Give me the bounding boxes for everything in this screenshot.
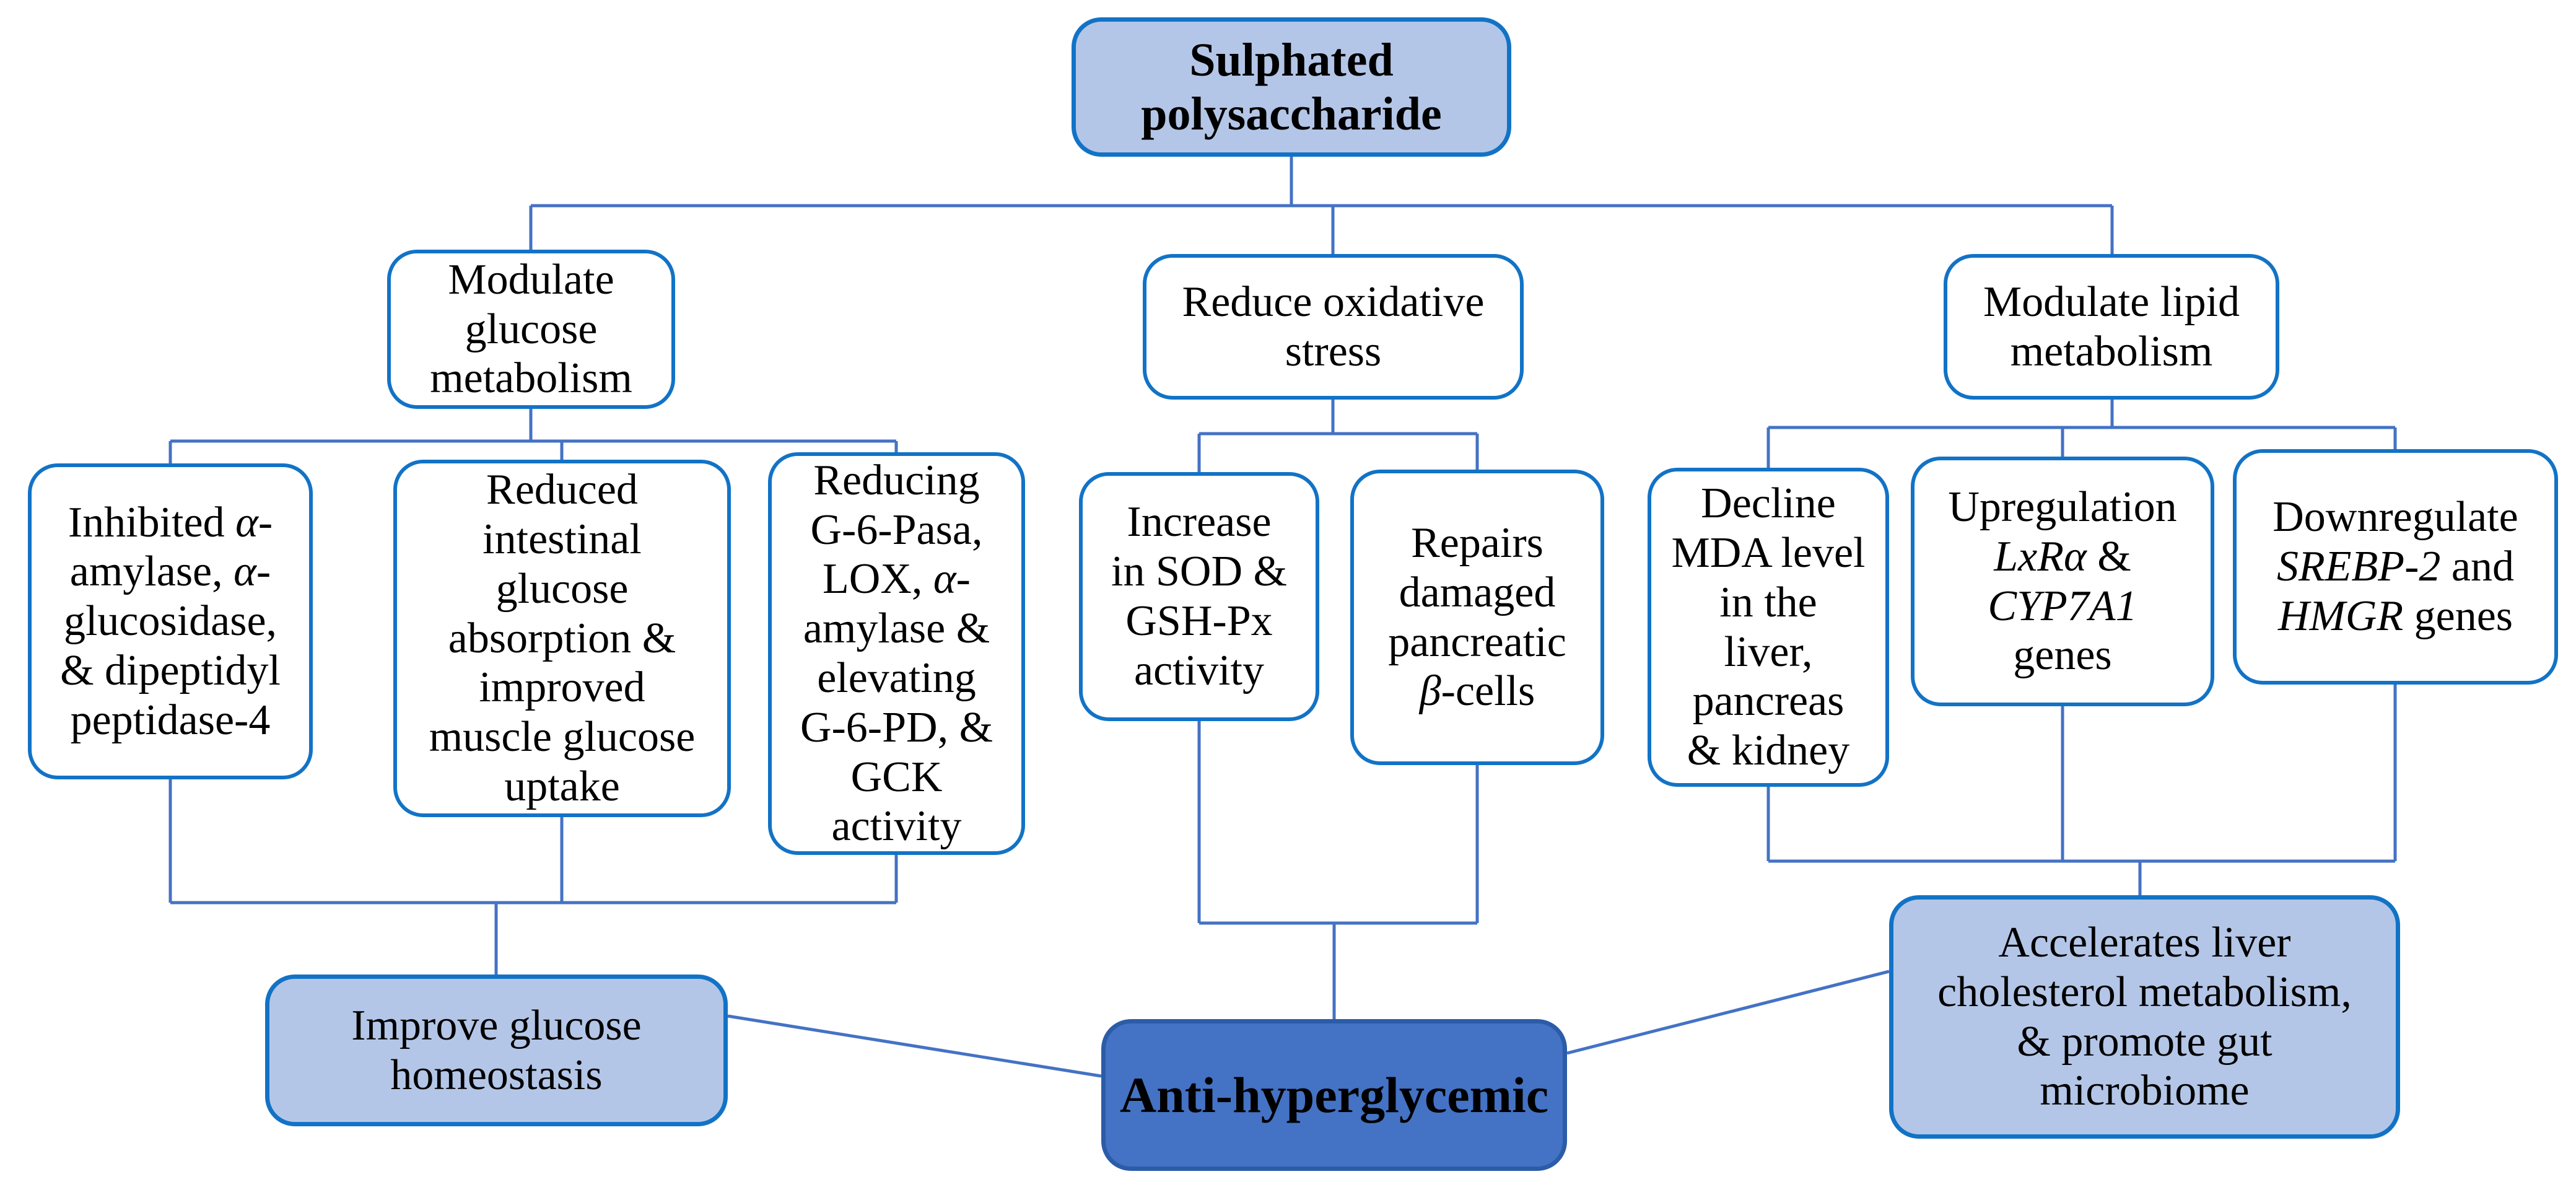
connector-line	[727, 1014, 1102, 1078]
node-anti-hyperglycemic: Anti-hyperglycemic	[1101, 1019, 1567, 1171]
node-inhibited-enzymes: Inhibited α-amylase, α-glucosidase,& dip…	[28, 463, 313, 779]
connector-line	[1566, 970, 1890, 1055]
node-label: Anti-hyperglycemic	[1119, 1066, 1549, 1123]
node-label: Inhibited α-amylase, α-glucosidase,& dip…	[60, 498, 281, 744]
